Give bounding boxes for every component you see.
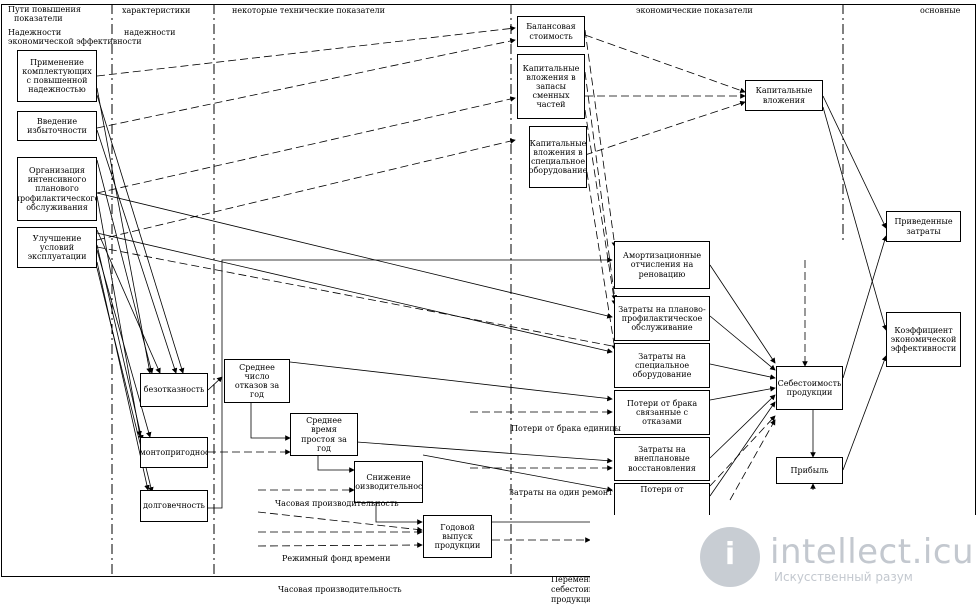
box-operating-conditions: Улучшение условий эксплуатации (17, 227, 97, 268)
box-annual-output: Годовой выпуск продукции (423, 515, 492, 558)
box-book-value: Балансовая стоимость (517, 16, 585, 47)
watermark-tagline: Искусственный разум (774, 570, 913, 584)
box-defect-losses: Потери от брака связанные с отказами (614, 390, 710, 435)
box-capital-investments: Капитальные вложения (745, 80, 823, 111)
label-hourly-productivity-b: Часовая производительность (278, 585, 402, 594)
box-high-reliability-components: Применение комплектующих с повышенной на… (17, 50, 97, 102)
box-redundancy: Введение избыточности (17, 111, 97, 141)
label-cost-per-repair: Затраты на один ремонт (509, 488, 613, 497)
header-paths: Пути повышения (8, 5, 81, 14)
box-productivity-drop: Снижение производительности (354, 461, 423, 503)
label-defect-loss-per-unit: Потери от брака единицы (511, 424, 621, 433)
header-characteristics: характеристики (122, 6, 191, 15)
box-depreciation: Амортизационные отчисления на реновацию (614, 241, 710, 289)
box-durability: долговечность (140, 490, 208, 522)
watermark-logo-icon: i (700, 527, 760, 587)
header-economic-efficiency: экономической эффективности (8, 37, 142, 46)
box-maintenance-costs: Затраты на планово-профилактическое обсл… (614, 296, 710, 341)
box-capex-special-equipment: Капитальные вложения в специальное обору… (529, 126, 587, 188)
label-operating-time-fund: Режимный фонд времени (282, 554, 391, 563)
box-mean-downtime: Среднее время простоя за год (290, 413, 358, 456)
label-variable-costs-1: Переменные (551, 575, 606, 584)
box-maintainability: ремонтопригодность (140, 437, 208, 468)
box-reduced-costs: Приведенные затраты (886, 211, 961, 242)
label-hourly-productivity-a: Часовая производительность (275, 499, 399, 508)
box-special-equipment-costs: Затраты на специальное оборудование (614, 343, 710, 388)
box-profit: Прибыль (776, 457, 843, 484)
box-unplanned-repair-costs: Затраты на внеплановые восстановления (614, 437, 710, 481)
header-main: основные (920, 6, 961, 15)
box-failure-free: безотказность (140, 373, 208, 407)
header-technical: некоторые технические показатели (232, 6, 385, 15)
watermark-name: intellect.icu (770, 532, 975, 572)
header-reliability: Надежности (8, 28, 62, 37)
header-indicators: показатели (14, 14, 63, 23)
label-variable-costs-3: продукции (551, 595, 597, 604)
box-capex-spare-parts: Капитальные вложения в запасы сменных ча… (517, 54, 585, 119)
diagram-frame (1, 4, 976, 577)
cropped-area (590, 515, 977, 607)
label-variable-costs-2: себестоимости (551, 585, 615, 594)
header-reliability-sub: надежности (124, 28, 176, 37)
header-economic: экономические показатели (636, 6, 753, 15)
box-planned-maintenance: Организация интенсивного планового профи… (17, 157, 97, 221)
watermark: i intellect.icu Искусственный разум (700, 524, 974, 587)
box-efficiency-coefficient: Коэффициент экономической эффективности (886, 312, 961, 367)
box-mean-failures: Среднее число отказов за год (224, 359, 290, 403)
box-production-cost: Себестоимость продукции (776, 366, 843, 410)
